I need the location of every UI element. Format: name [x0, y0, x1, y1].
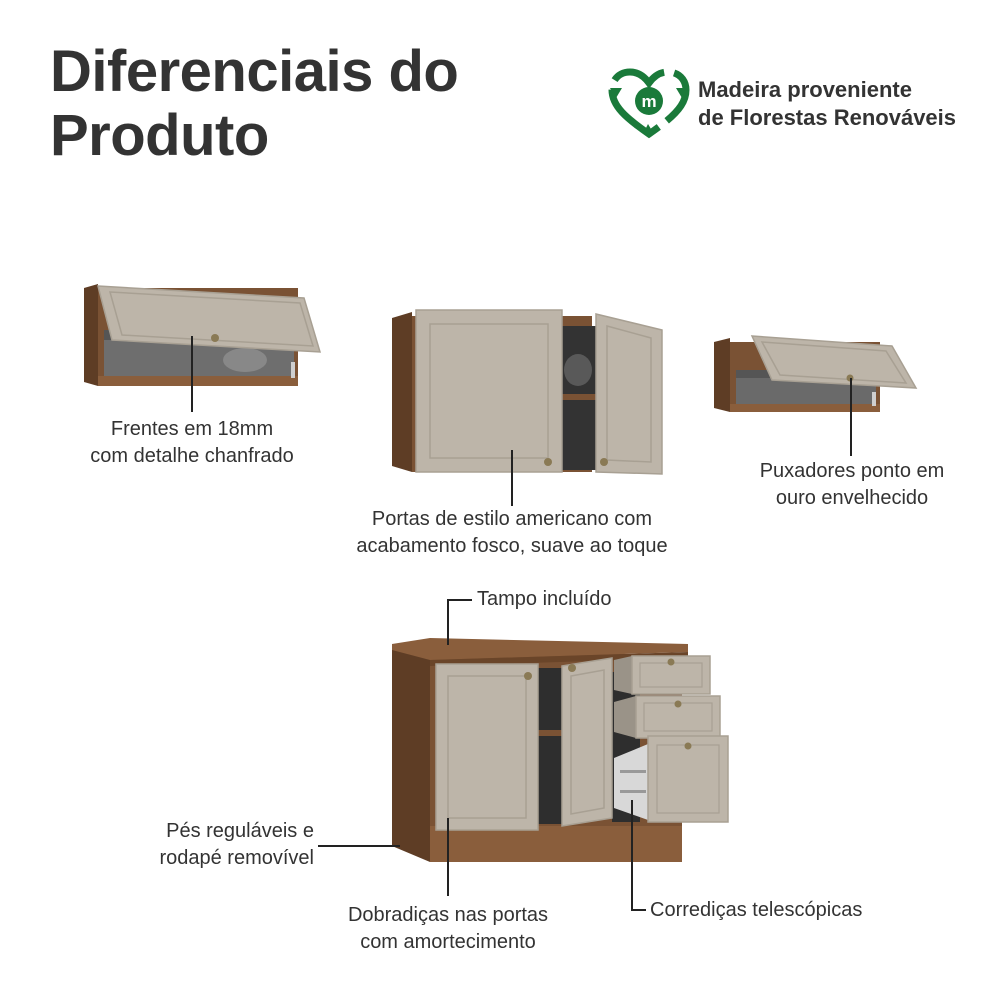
feature-hinges-line-1: Dobradiças nas portas — [347, 904, 549, 926]
feature-handles-line-1: Puxadores ponto em — [759, 460, 945, 482]
feature-doors-line-1: Portas de estilo americano com — [371, 508, 653, 530]
feature-fronts: Frentes em 18mm com detalhe chanfrado — [62, 416, 322, 470]
feature-hinges: Dobradiças nas portas com amortecimento — [316, 902, 580, 956]
title-line-1: Diferenciais do — [50, 39, 459, 104]
wall-cabinet-left — [84, 284, 322, 386]
handle-knob — [211, 334, 219, 342]
feature-handles-line-2: ouro envelhecido — [775, 487, 929, 509]
badge-text: Madeira proveniente de Florestas Renováv… — [698, 76, 956, 132]
leader-line-slides — [631, 800, 646, 911]
wall-cabinet-center — [392, 309, 663, 475]
feature-feet-line-2: rodapé removível — [159, 847, 314, 869]
recycle-heart-icon: m — [608, 68, 690, 139]
handle-knob — [524, 672, 532, 680]
feature-top-line-1: Tampo incluído — [477, 588, 612, 610]
handle-knob — [568, 664, 576, 672]
page-title: Diferenciais do Produto — [50, 39, 459, 168]
feature-fronts-line-2: com detalhe chanfrado — [90, 445, 294, 467]
feature-top: Tampo incluído — [477, 586, 697, 613]
drawer-bottom — [647, 735, 729, 823]
badge-line-1: Madeira proveniente — [698, 77, 912, 102]
handle-knob — [600, 458, 608, 466]
handle-knob — [544, 458, 552, 466]
badge-line-2: de Florestas Renováveis — [698, 105, 957, 130]
feature-hinges-line-2: com amortecimento — [360, 931, 536, 953]
leader-line-top — [447, 599, 472, 645]
feature-doors-line-2: acabamento fosco, suave ao toque — [356, 535, 668, 557]
svg-text:m: m — [641, 92, 656, 111]
title-line-2: Produto — [50, 103, 269, 168]
feature-feet: Pés reguláveis e rodapé removível — [110, 818, 314, 872]
feature-doors: Portas de estilo americano com acabament… — [322, 506, 702, 560]
feature-feet-line-1: Pés reguláveis e — [166, 820, 314, 842]
feature-slides: Corrediças telescópicas — [650, 897, 950, 924]
feature-slides-line-1: Corrediças telescópicas — [650, 899, 863, 921]
renewable-wood-badge: m Madeira proveniente de Florestas Renov… — [608, 64, 988, 144]
feature-handles: Puxadores ponto em ouro envelhecido — [728, 458, 976, 512]
feature-fronts-line-1: Frentes em 18mm — [110, 418, 274, 440]
wall-cabinet-right — [714, 335, 918, 412]
base-cabinet — [392, 638, 729, 862]
